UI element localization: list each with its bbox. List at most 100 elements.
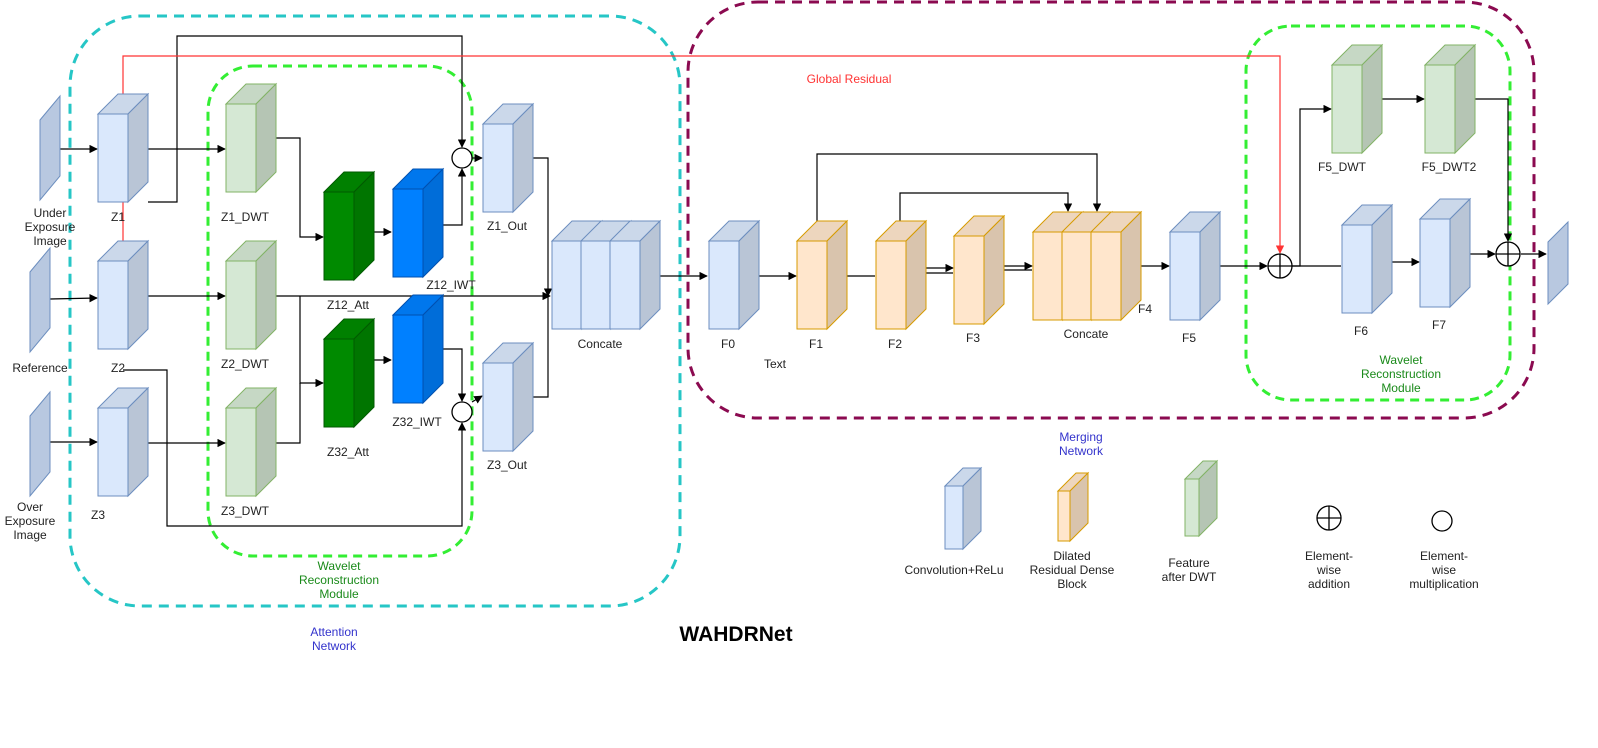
legend-drdb-block — [1056, 471, 1090, 543]
f6-block — [1340, 203, 1394, 315]
multiply-op-bottom — [451, 401, 473, 423]
label-z1-out: Z1_Out — [487, 219, 528, 233]
wavelet-right-label-2: Reconstruction — [1361, 367, 1441, 381]
label-text: Text — [764, 357, 787, 371]
input-under-line1: Under — [34, 206, 67, 220]
label-f1: F1 — [809, 337, 823, 351]
add-op-global — [1267, 253, 1293, 279]
add-op-final — [1495, 241, 1521, 267]
label-f0: F0 — [721, 337, 735, 351]
input-over-line1: Over — [17, 500, 43, 514]
label-f3: F3 — [966, 331, 980, 345]
label-f7: F7 — [1432, 318, 1446, 332]
label-concat-attention: Concate — [578, 337, 623, 351]
label-f2: F2 — [888, 337, 902, 351]
legend-drdb-line1: Dilated — [1053, 549, 1090, 563]
f1-block — [795, 219, 849, 331]
edge-f1-skip — [816, 153, 1102, 222]
edge-mul3-out — [471, 395, 483, 404]
concat-merging-slice-3 — [1089, 210, 1143, 322]
label-f5-dwt2: F5_DWT2 — [1422, 160, 1477, 174]
edge-iwt32-mul — [442, 348, 467, 402]
label-z3-out: Z3_Out — [487, 458, 528, 472]
merging-network-label-2: Network — [1059, 444, 1104, 458]
f0-block — [707, 219, 761, 331]
wavelet-right-label-1: Wavelet — [1380, 353, 1424, 367]
z12-att-block — [322, 170, 376, 282]
z3-block — [96, 386, 150, 498]
z2-dwt-block — [224, 239, 278, 351]
label-z12-iwt: Z12_IWT — [426, 278, 476, 292]
edge-f2-skip — [899, 192, 1073, 222]
z3-dwt-block — [224, 386, 278, 498]
wavelet-module-border-left — [206, 64, 474, 558]
legend-conv-label: Convolution+ReLu — [904, 563, 1003, 577]
multiply-op-top — [451, 147, 473, 169]
legend-mul-line2: wise — [1431, 563, 1456, 577]
legend-add-line3: addition — [1308, 577, 1350, 591]
f5-dwt-block — [1330, 43, 1384, 155]
label-z1: Z1 — [111, 210, 125, 224]
z2-block — [96, 239, 150, 351]
edge-add-f5dwt — [1292, 104, 1332, 267]
wavelet-left-label-3: Module — [319, 587, 359, 601]
label-f5-dwt: F5_DWT — [1318, 160, 1367, 174]
edge-iwt12-mul — [442, 168, 467, 226]
edge-z1-skip — [148, 35, 467, 203]
legend-dwt-line1: Feature — [1168, 556, 1210, 570]
label-f6: F6 — [1354, 324, 1368, 338]
label-z32-att: Z32_Att — [327, 445, 370, 459]
edge-out1-concat — [532, 157, 553, 297]
legend-mul-line3: multiplication — [1409, 577, 1478, 591]
legend-add-line1: Element- — [1305, 549, 1353, 563]
text-labels: Under Exposure Image Reference Over Expo… — [5, 72, 1479, 653]
wavelet-right-label-3: Module — [1381, 381, 1421, 395]
f3-block — [952, 214, 1006, 326]
operators — [451, 147, 1521, 532]
z32-iwt-block — [391, 293, 445, 405]
f5-dwt2-block — [1423, 43, 1477, 155]
output-plane — [1547, 220, 1569, 306]
legend-drdb-line3: Block — [1057, 577, 1087, 591]
label-z2-dwt: Z2_DWT — [221, 357, 270, 371]
f7-block — [1418, 197, 1472, 309]
global-residual-label: Global Residual — [807, 72, 892, 86]
label-z3: Z3 — [91, 508, 105, 522]
diagram-title: WAHDRNet — [679, 623, 792, 646]
label-z2: Z2 — [111, 361, 125, 375]
legend-mul-icon — [1431, 510, 1453, 532]
blocks-layer — [29, 43, 1569, 551]
label-f4: F4 — [1138, 302, 1152, 316]
legend-drdb-line2: Residual Dense — [1030, 563, 1115, 577]
attention-network-label-1: Attention — [310, 625, 357, 639]
wavelet-left-label-2: Reconstruction — [299, 573, 379, 587]
concat-attention-slice-3 — [608, 219, 662, 331]
z1-dwt-block — [224, 82, 278, 194]
input-reference-label: Reference — [12, 361, 68, 375]
attention-network-border — [68, 14, 682, 608]
input-under-line2: Exposure — [25, 220, 76, 234]
wavelet-left-label-1: Wavelet — [318, 559, 362, 573]
module-borders — [68, 0, 1536, 608]
edge-dwt1-att — [275, 137, 324, 242]
legend-dwt-block — [1183, 459, 1219, 538]
connection-lines — [49, 35, 1547, 527]
label-concat-merging: Concate — [1064, 327, 1109, 341]
merging-network-label-1: Merging — [1059, 430, 1102, 444]
z12-iwt-block — [391, 167, 445, 279]
z1-out-block — [481, 102, 535, 214]
edge-out3-concat — [532, 297, 549, 398]
edge-z3-skip — [123, 369, 467, 527]
f2-block — [874, 219, 928, 331]
edge-ref-z2 — [49, 293, 98, 303]
z3-out-block — [481, 341, 535, 453]
label-f5: F5 — [1182, 331, 1196, 345]
input-over-line2: Exposure — [5, 514, 56, 528]
legend-add-line2: wise — [1316, 563, 1341, 577]
merging-network-border — [686, 0, 1536, 420]
legend-dwt-line2: after DWT — [1162, 570, 1217, 584]
legend-conv-block — [943, 466, 983, 551]
input-under-line3: Image — [33, 234, 67, 248]
edge-f5dwt2-add2 — [1474, 98, 1513, 242]
